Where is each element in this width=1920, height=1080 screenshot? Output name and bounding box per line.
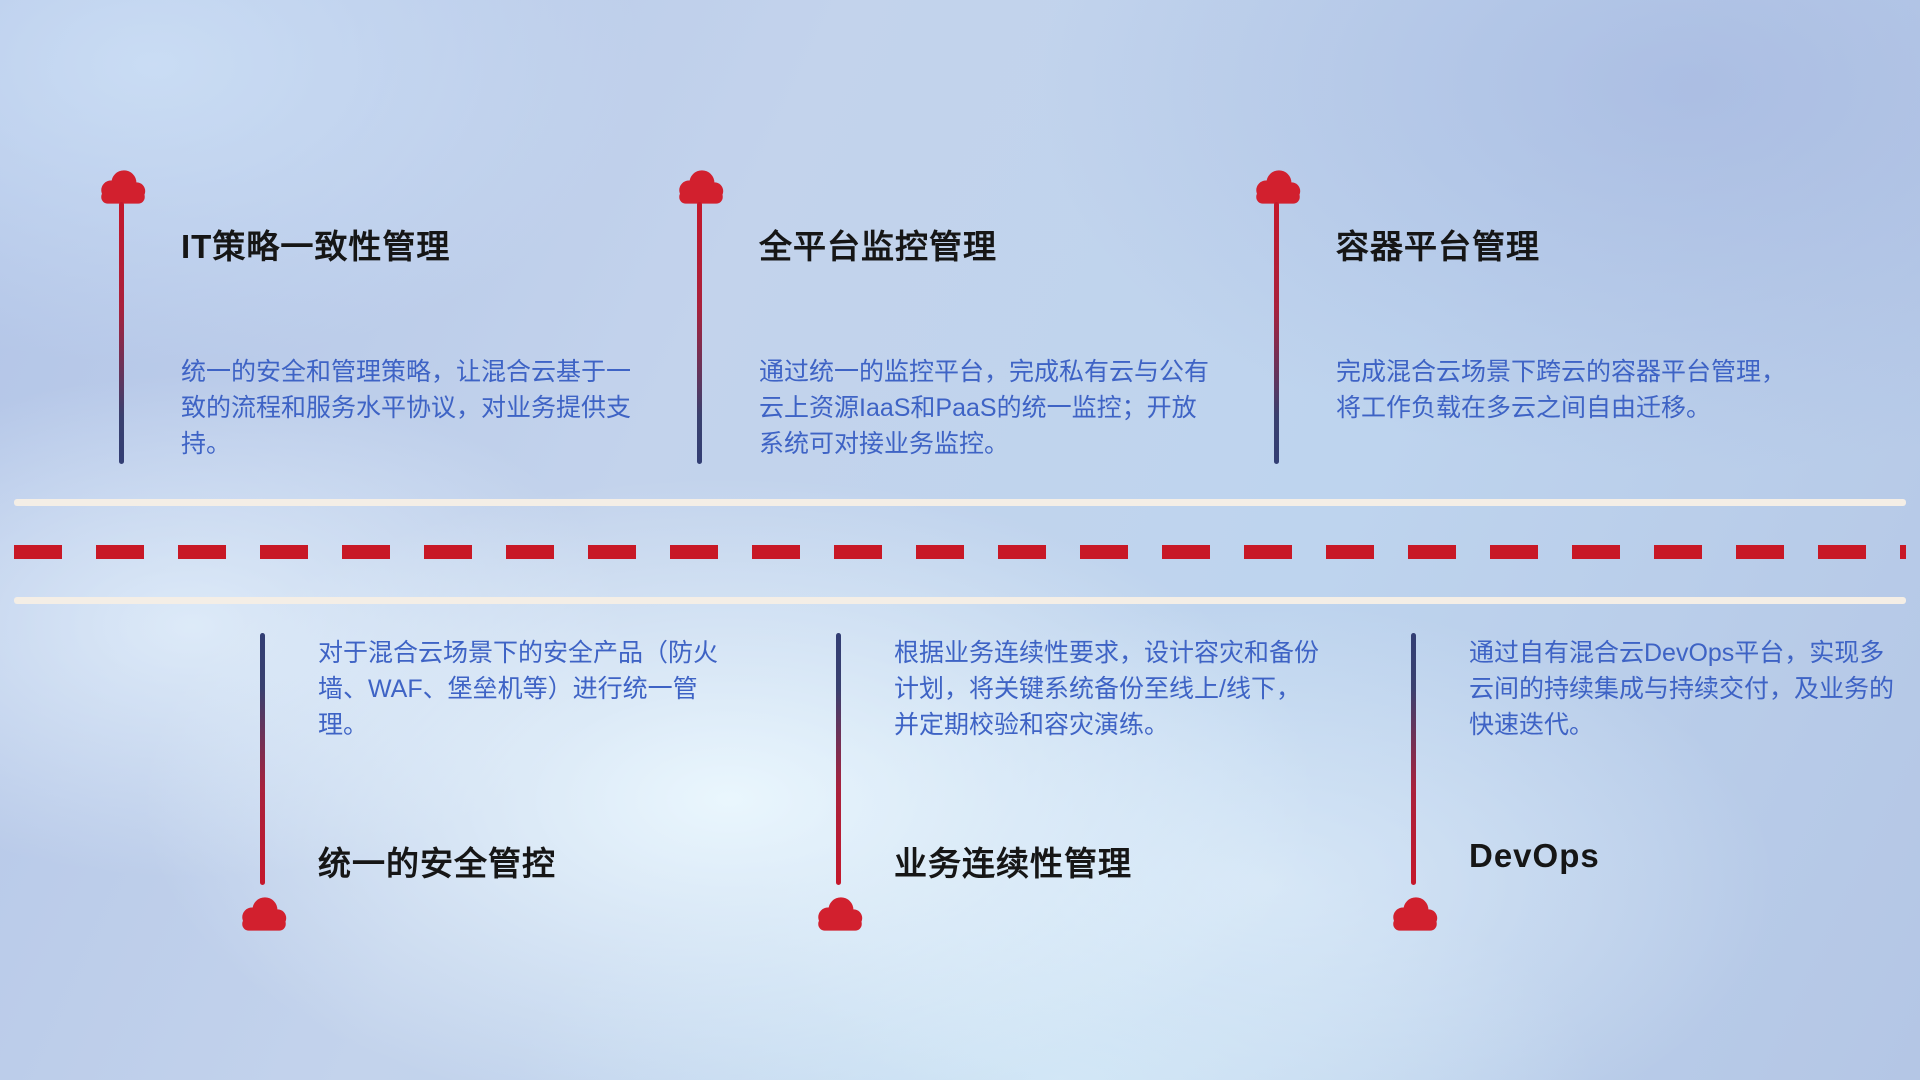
cloud-icon [673, 168, 729, 205]
item-description: 根据业务连续性要求，设计容灾和备份计划，将关键系统备份至线上/线下，并定期校验和… [894, 639, 1320, 739]
item-description: 统一的安全和管理策略，让混合云基于一致的流程和服务水平协议，对业务提供支持。 [181, 358, 632, 458]
item-description: 通过统一的监控平台，完成私有云与公有云上资源IaaS和PaaS的统一监控；开放系… [759, 358, 1210, 458]
item-title: 全平台监控管理 [759, 228, 997, 265]
road-dashed-line [14, 545, 1906, 559]
connector-line [260, 633, 265, 885]
connector-line [1274, 202, 1279, 464]
cloud-icon [95, 168, 151, 205]
item-title: 容器平台管理 [1336, 228, 1540, 265]
item-title: 业务连续性管理 [894, 845, 1132, 882]
item-description: 对于混合云场景下的安全产品（防火墙、WAF、堡垒机等）进行统一管理。 [318, 639, 719, 739]
road-line-top [14, 499, 1906, 506]
connector-line [697, 202, 702, 464]
connector-line [836, 633, 841, 885]
item-title: 统一的安全管控 [318, 845, 556, 882]
item-title: IT策略一致性管理 [181, 228, 451, 265]
connector-line [119, 202, 124, 464]
cloud-icon [812, 895, 868, 932]
item-description: 通过自有混合云DevOps平台，实现多云间的持续集成与持续交付，及业务的快速迭代… [1469, 639, 1895, 739]
item-title: DevOps [1469, 837, 1600, 874]
cloud-icon [236, 895, 292, 932]
item-description: 完成混合云场景下跨云的容器平台管理，将工作负载在多云之间自由迁移。 [1336, 358, 1787, 422]
cloud-icon [1387, 895, 1443, 932]
road-line-bottom [14, 597, 1906, 604]
connector-line [1411, 633, 1416, 885]
cloud-icon [1250, 168, 1306, 205]
